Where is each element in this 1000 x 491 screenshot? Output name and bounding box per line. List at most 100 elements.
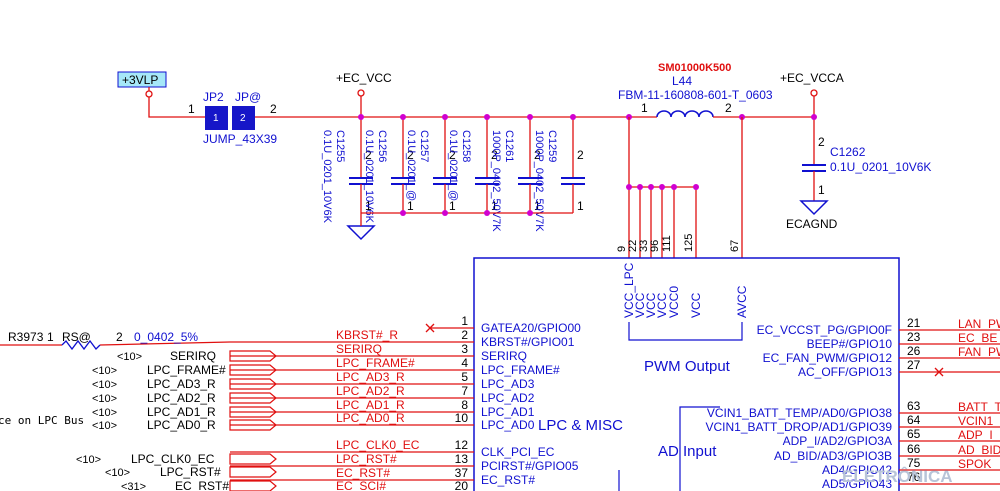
cap-value: 0.1U_0201_10V6K xyxy=(321,130,333,224)
jumper-pin2: 2 xyxy=(270,102,277,116)
offpage-ref: <10> xyxy=(117,351,142,363)
ic-body xyxy=(473,257,900,491)
gnd-symbol xyxy=(346,225,376,241)
left-pin-name: CLK_PCI_EC xyxy=(481,445,555,459)
right-pin-name: AC_OFF/GPIO13 xyxy=(798,365,892,379)
no-connect-mark xyxy=(934,367,944,377)
junction-dot xyxy=(671,184,677,190)
offpage-ref: <10> xyxy=(105,467,130,479)
top-pin-number: 33 xyxy=(638,240,650,252)
cap-pin1: 1 xyxy=(491,199,498,213)
cap-ref-value: C12611000P_0402_50V7K xyxy=(490,130,515,232)
junction-dot xyxy=(484,114,490,120)
junction-dot xyxy=(659,184,665,190)
offpage-flag xyxy=(229,406,277,418)
top-pin-name: VCC_LPC xyxy=(622,262,636,318)
left-pin-name: LPC_AD1 xyxy=(481,405,535,419)
cap-ref: C1261 xyxy=(503,130,515,162)
cap-pin1: 1 xyxy=(407,199,414,213)
cap-value: 1000P_0402_50V7K xyxy=(533,130,545,232)
jumper-body-left xyxy=(205,106,228,130)
jumper-body1: 1 xyxy=(213,113,219,124)
gnd-label: ECAGND xyxy=(786,217,838,231)
left-pin-number: 8 xyxy=(461,398,468,412)
right-net-label: SPOK xyxy=(958,457,991,471)
top-pin-number: 9 xyxy=(616,246,628,252)
offpage-ref: <10> xyxy=(92,407,117,419)
ec-vcca-label: +EC_VCCA xyxy=(780,71,844,85)
c1262-ref: C1262 xyxy=(830,145,866,159)
left-pin-name: LPC_AD3 xyxy=(481,377,535,391)
cap-pin1: 1 xyxy=(534,199,541,213)
cap-pin2: 2 xyxy=(534,148,541,162)
top-pin-number: 96 xyxy=(649,240,661,252)
left-pin-number: 2 xyxy=(461,328,468,342)
right-net-label: VCIN1_ xyxy=(958,414,1000,428)
jumper-footprint: JUMP_43X39 xyxy=(203,132,277,146)
offpage-label: LPC_FRAME# xyxy=(147,363,226,377)
vlp-label: +3VLP xyxy=(122,73,158,87)
cap-ref: C1257 xyxy=(418,130,430,162)
left-net-label: LPC_AD3_R xyxy=(336,370,405,384)
left-net-label: LPC_AD2_R xyxy=(336,384,405,398)
right-pin-name: VCIN1_BATT_TEMP/AD0/GPIO38 xyxy=(707,406,892,420)
jumper-body-right xyxy=(232,106,255,130)
top-pin-name: VCC xyxy=(655,292,669,318)
right-pin-number: 75 xyxy=(907,456,921,470)
cap-pin2: 2 xyxy=(407,148,414,162)
left-pin-number: 13 xyxy=(455,452,469,466)
left-net-label: SERIRQ xyxy=(336,342,382,356)
junction-dot xyxy=(527,210,533,216)
top-pin-name: VCC0 xyxy=(667,286,681,318)
cap-ref: C1256 xyxy=(376,130,388,162)
left-pin-number: 4 xyxy=(461,356,468,370)
left-net-label: LPC_AD0_R xyxy=(336,411,405,425)
resistor-value: 0_0402_5% xyxy=(134,330,198,344)
offpage-flag xyxy=(229,480,277,491)
c1262-pin2: 2 xyxy=(818,135,825,149)
jumper-body2: 2 xyxy=(240,113,246,124)
left-pin-number: 1 xyxy=(461,314,468,328)
offpage-ref: <10> xyxy=(92,420,117,432)
junction-dot xyxy=(648,184,654,190)
offpage-label: LPC_RST# xyxy=(160,465,221,479)
left-pin-number: 37 xyxy=(455,466,469,480)
c1262-value: 0.1U_0201_10V6K xyxy=(830,160,931,174)
cap-pin2: 2 xyxy=(449,148,456,162)
left-pin-number: 10 xyxy=(455,411,469,425)
jumper-ref1: JP2 xyxy=(203,90,224,104)
left-net-label: LPC_CLK0_EC xyxy=(336,438,420,452)
right-pin-number: 66 xyxy=(907,442,921,456)
ad-bracket xyxy=(679,406,720,491)
cap-value: 0.1U_0201_10V6K xyxy=(363,130,375,224)
right-pin-number: 26 xyxy=(907,344,921,358)
offpage-ref: <31> xyxy=(121,481,146,491)
right-pin-number: 76 xyxy=(907,470,921,484)
left-pin-number: 20 xyxy=(455,479,469,491)
left-net-label: LPC_RST# xyxy=(336,452,397,466)
jumper-ref2: JP@ xyxy=(235,90,261,104)
power-port-circle xyxy=(145,90,153,98)
offpage-ref: <10> xyxy=(92,379,117,391)
offpage-flag xyxy=(229,364,277,376)
gnd-symbol xyxy=(799,200,829,216)
cap-pin2: 2 xyxy=(577,148,584,162)
cap-ref-value: C12560.1U_0201_10V6K xyxy=(363,130,388,224)
resistor-zigzag xyxy=(61,339,101,351)
cap-ref: C1255 xyxy=(334,130,346,162)
offpage-ref: <10> xyxy=(92,365,117,377)
offpage-ref: <10> xyxy=(92,393,117,405)
right-pin-name: EC_VCCST_PG/GPIO0F xyxy=(757,323,892,337)
offpage-label: LPC_AD3_R xyxy=(147,377,216,391)
right-pin-name: AD4/GPIO42 xyxy=(822,463,892,477)
pwm-section-label: PWM Output xyxy=(644,358,731,375)
offpage-flag xyxy=(229,392,277,404)
right-net-label: ADP_I xyxy=(958,428,993,442)
offpage-flag xyxy=(229,419,277,431)
lpc-section-label: LPC & MISC xyxy=(538,417,623,434)
c1262-pin1: 1 xyxy=(818,183,825,197)
vlp-power-flag xyxy=(117,71,167,88)
cap-value: 0.1U_0201_@ xyxy=(447,130,459,201)
offpage-flag xyxy=(229,453,277,465)
